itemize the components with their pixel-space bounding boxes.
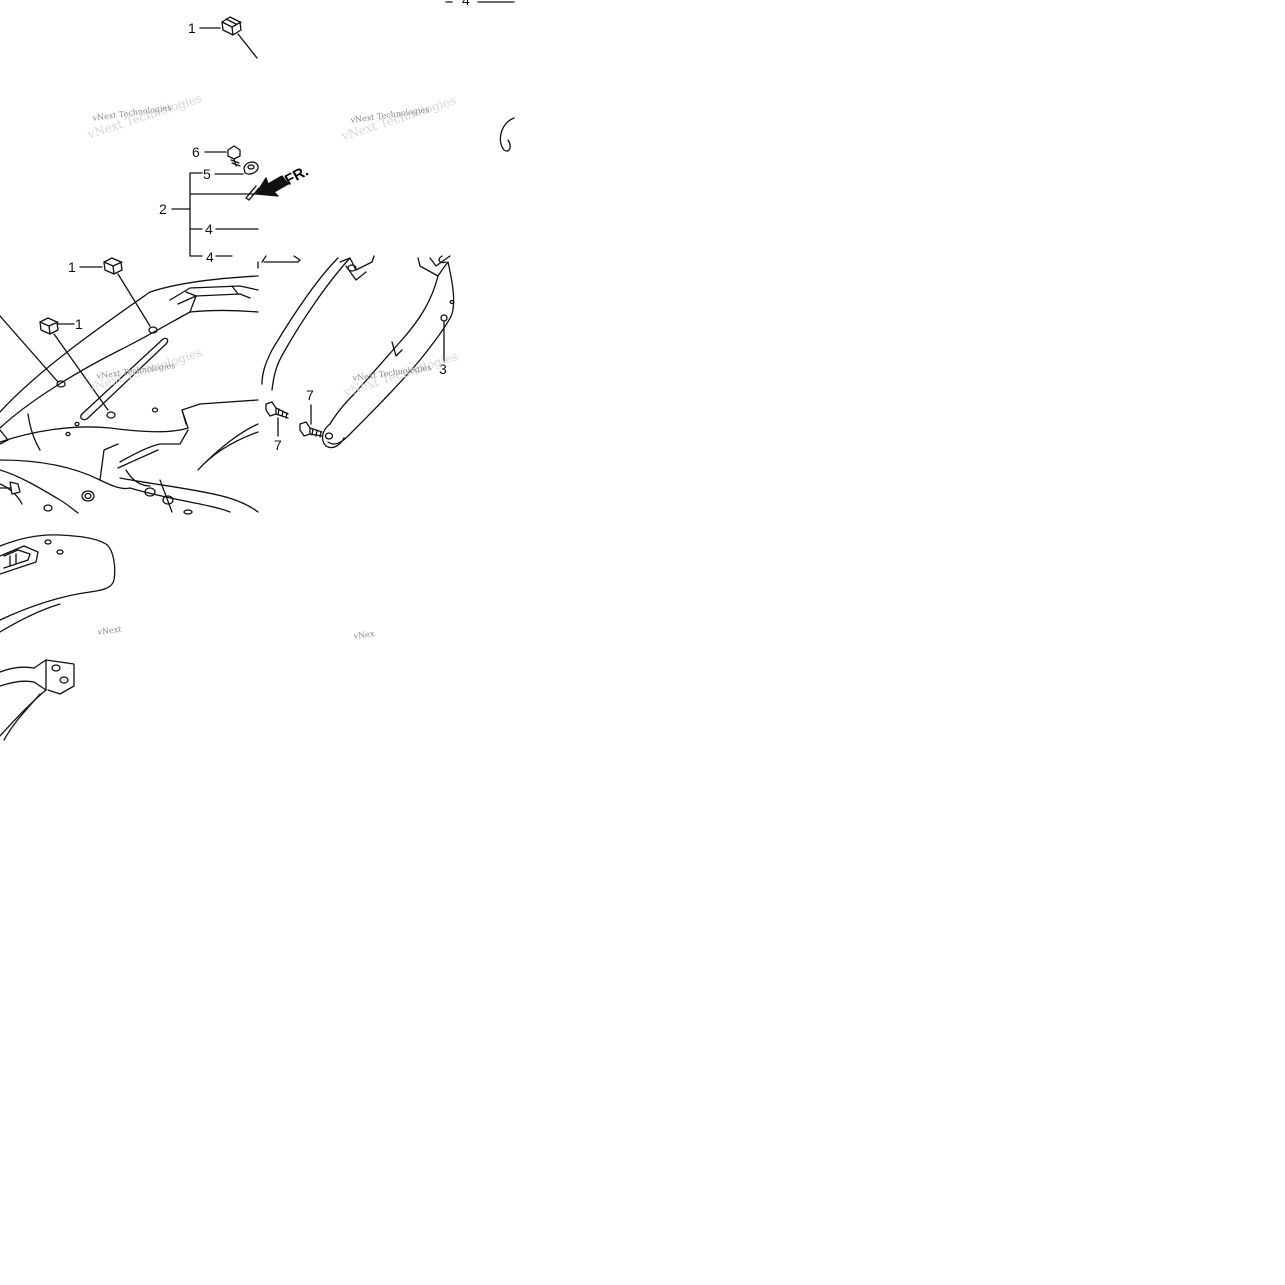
bracket-2 [171,172,257,257]
nut-1-top [221,16,242,36]
callout-4-low: 4 [206,249,214,265]
callout-1-top: 1 [188,20,196,36]
leader-nut-1-panel-upper-axis [117,273,151,327]
nut-1-panel-lower [39,317,59,335]
bolt-7-left [265,401,289,419]
leader-nut-1-top-axis [237,33,258,59]
collar-5 [243,161,259,175]
rear-stay-3 [257,255,455,449]
callout-5: 5 [203,166,211,182]
callout-1-panel-upper: 1 [68,259,76,275]
fr-arrow-icon [255,175,289,197]
nut-1-panel-upper [103,257,123,275]
leader-fragment-left [0,315,59,383]
leader-nut-1-panel-lower-axis [53,333,109,411]
callout-7-left: 7 [274,437,282,453]
bolt-7-right [299,421,323,438]
rear-fender [0,275,259,515]
callout-2: 2 [159,201,167,217]
callout-6: 6 [192,144,200,160]
callout-4-top-right: 4 [462,0,470,8]
fragment-hook [499,117,515,152]
callout-3: 3 [439,361,447,377]
screw-6 [227,145,241,167]
callout-7-right: 7 [306,387,314,403]
callout-1-panel-lower: 1 [75,316,83,332]
callout-4-mid: 4 [205,221,213,237]
lower-fender [0,534,116,741]
